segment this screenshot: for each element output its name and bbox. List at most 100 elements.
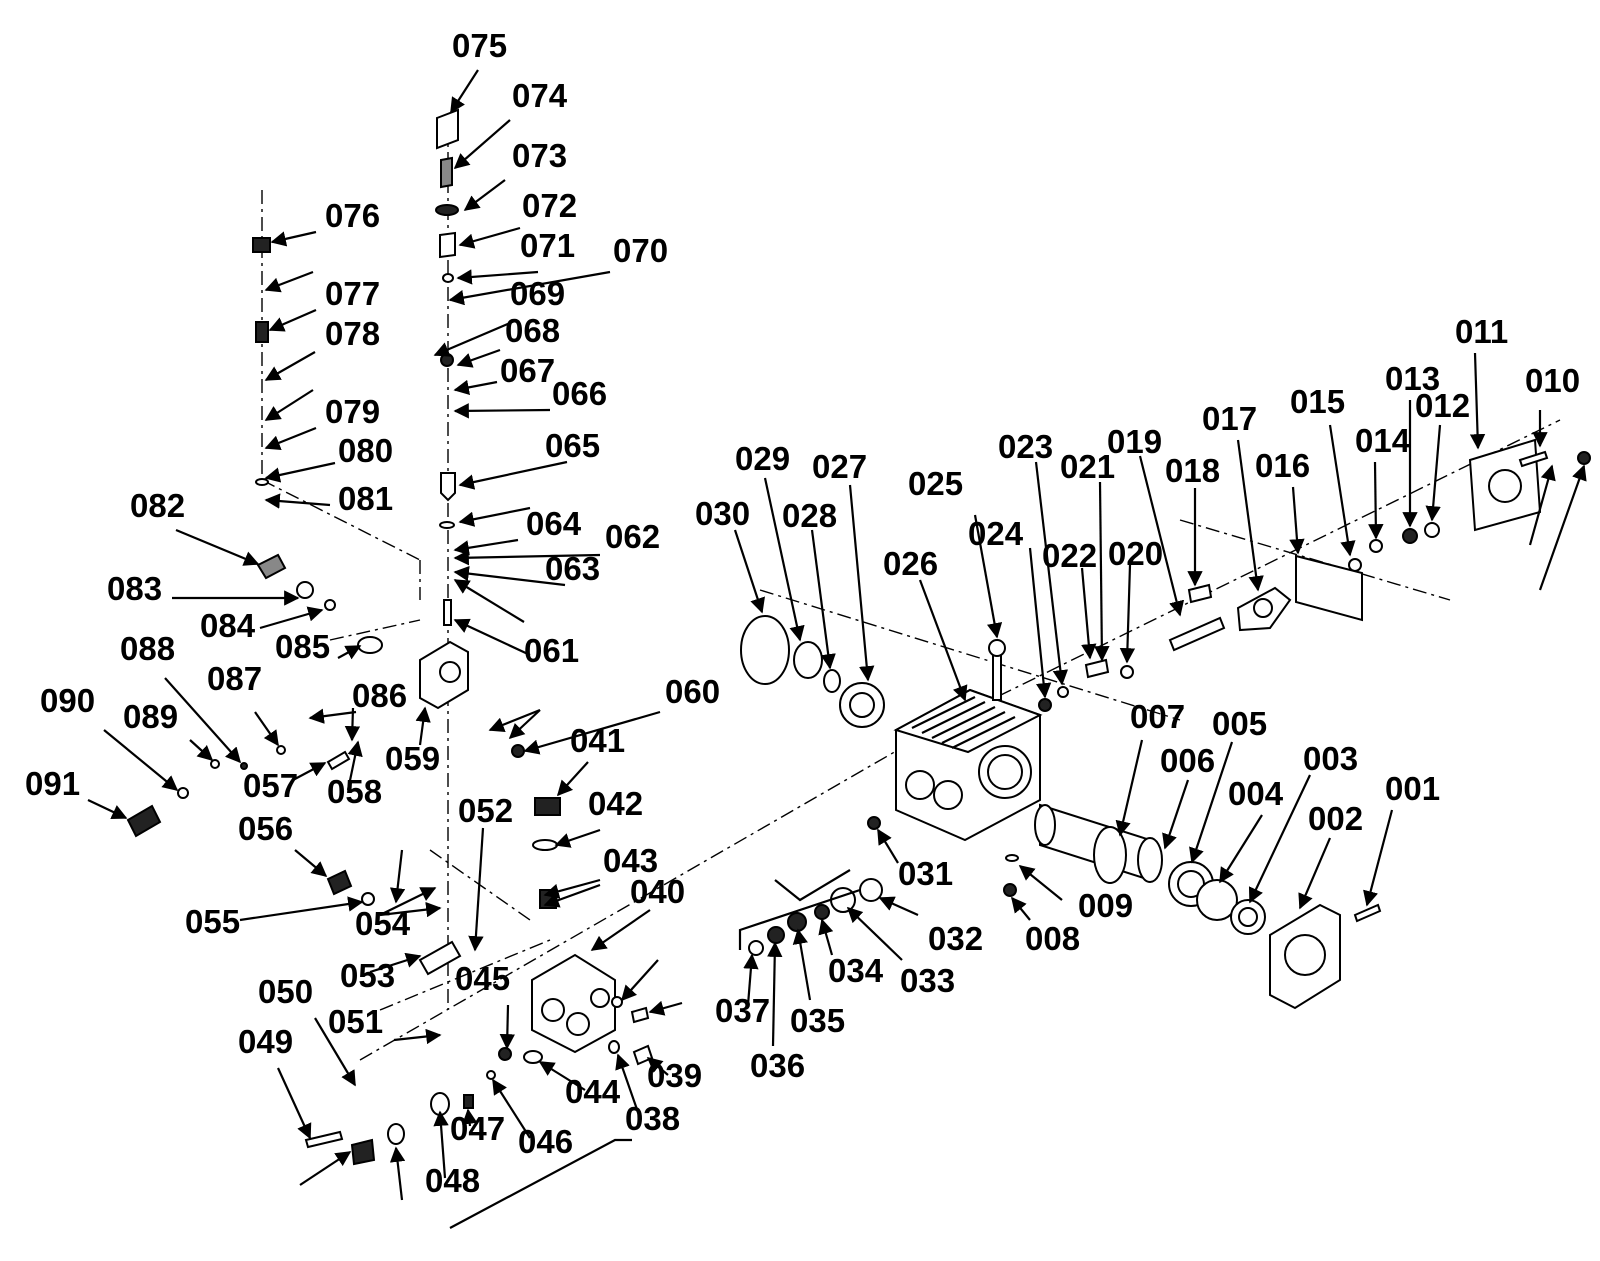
callout-072: 072 xyxy=(522,187,577,224)
callout-018: 018 xyxy=(1165,452,1220,489)
callout-003: 003 xyxy=(1303,740,1358,777)
callout-024: 024 xyxy=(968,515,1024,552)
callout-030: 030 xyxy=(695,495,750,532)
callout-069: 069 xyxy=(510,275,565,312)
callout-021: 021 xyxy=(1060,448,1115,485)
callout-001: 001 xyxy=(1385,770,1440,807)
callout-033: 033 xyxy=(900,962,955,999)
callout-073: 073 xyxy=(512,137,567,174)
callout-083: 083 xyxy=(107,570,162,607)
callout-053: 053 xyxy=(340,957,395,994)
callout-087: 087 xyxy=(207,660,262,697)
callout-028: 028 xyxy=(782,497,837,534)
callout-066: 066 xyxy=(552,375,607,412)
callout-019: 019 xyxy=(1107,423,1162,460)
callout-085: 085 xyxy=(275,628,330,665)
callout-058: 058 xyxy=(327,773,382,810)
callout-055: 055 xyxy=(185,903,240,940)
crankcase-part xyxy=(893,688,1043,842)
callout-013: 013 xyxy=(1385,360,1440,397)
callout-012: 012 xyxy=(1415,387,1470,424)
crankshaft-part xyxy=(1034,803,1163,884)
parts xyxy=(126,108,1591,1166)
callout-027: 027 xyxy=(812,448,867,485)
callout-008: 008 xyxy=(1025,920,1080,957)
callout-042: 042 xyxy=(588,785,643,822)
callout-047: 047 xyxy=(450,1110,505,1147)
callout-076: 076 xyxy=(325,197,380,234)
callout-071: 071 xyxy=(520,227,575,264)
callout-045: 045 xyxy=(455,960,510,997)
callout-080: 080 xyxy=(338,432,393,469)
callout-090: 090 xyxy=(40,682,95,719)
callout-088: 088 xyxy=(120,630,175,667)
callout-048: 048 xyxy=(425,1162,480,1199)
callout-084: 084 xyxy=(200,607,256,644)
callout-011: 011 xyxy=(1455,313,1508,350)
callout-026: 026 xyxy=(883,545,938,582)
bearing-cover-part xyxy=(1269,903,1341,1010)
callout-091: 091 xyxy=(25,765,80,802)
callout-007: 007 xyxy=(1130,698,1185,735)
callout-063: 063 xyxy=(545,550,600,587)
callout-023: 023 xyxy=(998,428,1053,465)
callout-078: 078 xyxy=(325,315,380,352)
callout-002: 002 xyxy=(1308,800,1363,837)
callout-004: 004 xyxy=(1228,775,1284,812)
callout-020: 020 xyxy=(1108,535,1163,572)
callout-074: 074 xyxy=(512,77,568,114)
callout-054: 054 xyxy=(355,905,411,942)
callout-086: 086 xyxy=(352,677,407,714)
callout-061: 061 xyxy=(524,632,579,669)
callout-041: 041 xyxy=(570,722,625,759)
callout-079: 079 xyxy=(325,393,380,430)
callout-010: 010 xyxy=(1525,362,1580,399)
callout-052: 052 xyxy=(458,792,513,829)
callout-037: 037 xyxy=(715,992,770,1029)
callout-062a: 062 xyxy=(605,518,660,555)
callout-070: 070 xyxy=(613,232,668,269)
callout-006: 006 xyxy=(1160,742,1215,779)
callout-059: 059 xyxy=(385,740,440,777)
callout-032: 032 xyxy=(928,920,983,957)
callout-081: 081 xyxy=(338,480,393,517)
callout-036: 036 xyxy=(750,1047,805,1084)
callout-034: 034 xyxy=(828,952,884,989)
bracket-lines xyxy=(449,869,861,1229)
callout-060: 060 xyxy=(665,673,720,710)
callout-031: 031 xyxy=(898,855,953,892)
callout-082: 082 xyxy=(130,487,185,524)
callout-016: 016 xyxy=(1255,447,1310,484)
callout-022: 022 xyxy=(1042,537,1097,574)
callout-040: 040 xyxy=(630,873,685,910)
callout-089: 089 xyxy=(123,698,178,735)
assembly-axes xyxy=(261,125,1561,1061)
callout-051: 051 xyxy=(328,1003,383,1040)
callout-044: 044 xyxy=(565,1073,621,1110)
callout-039: 039 xyxy=(647,1057,702,1094)
callout-038: 038 xyxy=(625,1100,680,1137)
callout-064: 064 xyxy=(526,505,582,542)
callout-029: 029 xyxy=(735,440,790,477)
callout-025: 025 xyxy=(908,465,963,502)
bearing-part xyxy=(839,682,885,728)
rear-cover-part xyxy=(1468,438,1542,532)
callout-017: 017 xyxy=(1202,400,1257,437)
callout-labels: 001 002 003 004 005 006 007 008 009 010 … xyxy=(25,27,1580,1199)
callout-035: 035 xyxy=(790,1002,845,1039)
callout-068: 068 xyxy=(505,312,560,349)
callout-014: 014 xyxy=(1355,422,1411,459)
callout-009: 009 xyxy=(1078,887,1133,924)
callout-067: 067 xyxy=(500,352,555,389)
callout-050: 050 xyxy=(258,973,313,1010)
callout-057: 057 xyxy=(243,767,298,804)
callout-056: 056 xyxy=(238,810,293,847)
callout-075: 075 xyxy=(452,27,507,64)
callout-043: 043 xyxy=(603,842,658,879)
callout-049: 049 xyxy=(238,1023,293,1060)
leader-lines xyxy=(87,69,1587,1201)
manifold-part xyxy=(531,953,616,1054)
callout-015: 015 xyxy=(1290,383,1345,420)
callout-046: 046 xyxy=(518,1123,573,1160)
